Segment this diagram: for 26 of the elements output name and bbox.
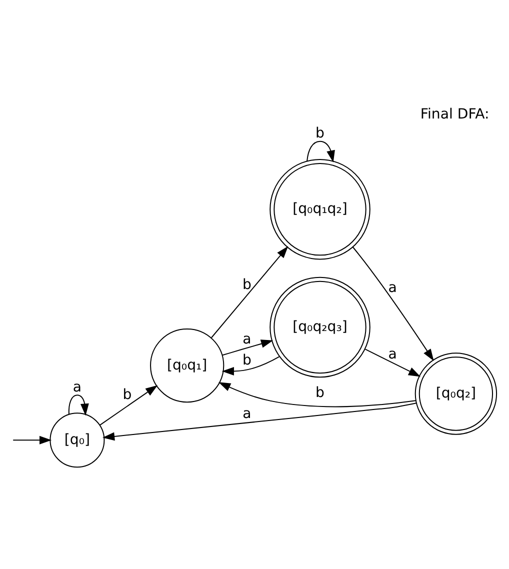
edge-label: a — [72, 378, 82, 395]
arrow — [352, 246, 434, 361]
node-circle: [q₀q₁] — [150, 328, 224, 402]
arrow — [222, 339, 274, 356]
arrow — [13, 435, 52, 444]
arrow — [365, 348, 421, 376]
edge-label: a — [242, 406, 252, 422]
node-circle: [q₀] — [50, 412, 105, 468]
edge-label: b — [242, 276, 252, 293]
arrow — [222, 356, 280, 376]
node-circle: [q₀q₂] — [414, 352, 498, 434]
arrow — [306, 140, 335, 162]
edge-label: a — [388, 280, 397, 296]
arrow — [218, 382, 416, 407]
edge-label: b — [122, 386, 132, 402]
diagram-title: Final DFA: — [420, 106, 490, 122]
edge-label: a — [242, 331, 252, 348]
edge-label: b — [316, 124, 324, 141]
edge-label: b — [242, 352, 252, 368]
arrow — [68, 394, 89, 416]
edge-label: b — [316, 384, 324, 400]
node-circle: [q₀q₂q₃] — [270, 276, 370, 378]
arrow — [211, 246, 288, 338]
arrow — [102, 402, 416, 440]
edge-label: a — [388, 346, 397, 362]
arrow — [100, 384, 158, 426]
